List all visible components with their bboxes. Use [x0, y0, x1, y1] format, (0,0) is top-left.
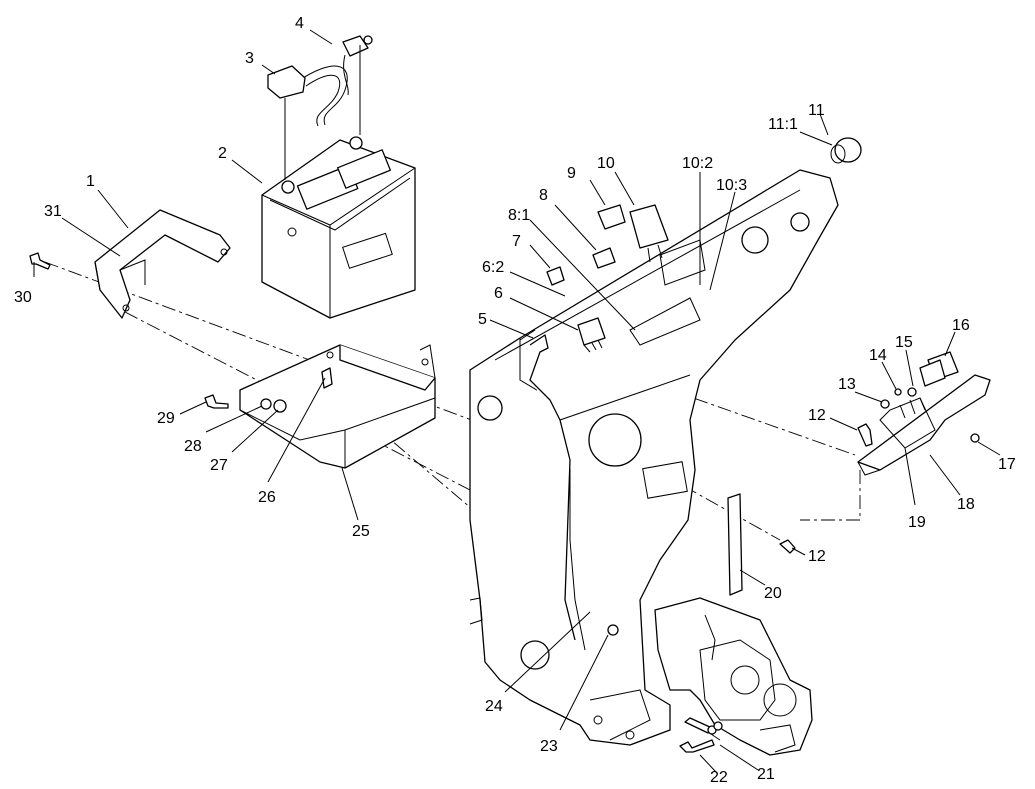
callout-18: 18: [957, 496, 975, 513]
nut-27: [273, 399, 287, 413]
callout-12a: 12: [808, 407, 826, 424]
frame-hole-upper: [741, 226, 769, 254]
callout-29: 29: [157, 410, 175, 427]
callout-6: 6: [494, 285, 503, 302]
callout-30: 30: [14, 289, 32, 306]
callout-31: 31: [44, 203, 62, 220]
relay-16: [919, 351, 959, 387]
callout-25: 25: [352, 523, 370, 540]
bracket-hardware: [857, 387, 980, 447]
callout-15: 15: [895, 334, 913, 351]
screw-13: [880, 399, 890, 409]
callout-3: 3: [245, 50, 254, 67]
main-mounting-plate: [469, 169, 839, 746]
callout-8: 8: [539, 187, 548, 204]
callout-labels: 1 2 3 4 5 6 6:2 7 8 8:1 9 10 10:2 10:3 1…: [14, 15, 1016, 786]
callout-5: 5: [478, 311, 487, 328]
switch-8: [592, 247, 616, 269]
callout-17: 17: [998, 456, 1016, 473]
callout-28: 28: [184, 438, 202, 455]
battery-cable: [299, 35, 373, 127]
callout-11: 11: [808, 102, 825, 119]
callout-11-1: 11:1: [768, 116, 798, 133]
callout-19: 19: [908, 514, 926, 531]
callout-13: 13: [838, 376, 856, 393]
battery-terminal-positive: [349, 136, 363, 150]
callout-24: 24: [485, 698, 503, 715]
terminal-boot: [267, 65, 306, 99]
key-7: [546, 266, 565, 286]
battery-tray: [239, 344, 436, 469]
bolt-12-lower: [779, 539, 796, 554]
callout-21: 21: [757, 766, 775, 783]
callout-14: 14: [869, 347, 887, 364]
callout-22: 22: [710, 769, 728, 786]
callout-10-2: 10:2: [682, 155, 713, 172]
battery-hold-down-bracket: [94, 209, 231, 319]
callout-7: 7: [512, 233, 521, 250]
callout-16: 16: [952, 317, 970, 334]
callout-2: 2: [218, 145, 227, 162]
cable-5: [519, 329, 576, 641]
screw-14: [894, 388, 902, 396]
callout-20: 20: [764, 585, 782, 602]
callout-9: 9: [567, 165, 576, 182]
leader-lines: [33, 29, 1001, 773]
callout-12b: 12: [808, 548, 826, 565]
bushing-21: [684, 717, 723, 735]
battery-terminal-negative: [281, 180, 295, 194]
frame-center-cutout: [588, 413, 642, 467]
shield-plate-20: [727, 493, 743, 596]
frame-hole-right: [790, 212, 810, 232]
callout-6-2: 6:2: [482, 259, 504, 276]
stud-26: [321, 367, 333, 389]
nut-17: [970, 433, 980, 443]
battery: [261, 136, 416, 319]
engine-block: [654, 597, 813, 756]
bolt-22: [679, 739, 715, 753]
relay-10: [629, 204, 669, 263]
cluster-panel: [629, 239, 706, 346]
callout-10: 10: [597, 155, 615, 172]
plug-11: [830, 137, 862, 164]
callout-8-1: 8:1: [508, 207, 530, 224]
fastener-23: [607, 624, 619, 636]
switch-6: [577, 317, 606, 353]
callout-10-3: 10:3: [716, 177, 747, 194]
washer-28: [260, 398, 272, 410]
bolt-12: [857, 423, 873, 447]
callout-26: 26: [258, 489, 276, 506]
callout-4: 4: [295, 15, 304, 32]
callout-1: 1: [86, 173, 95, 190]
frame-hole-bottom: [520, 640, 550, 670]
relay-bracket: [857, 374, 991, 476]
tray-hardware: [204, 367, 333, 413]
frame-hole-left: [477, 395, 503, 421]
washer-15: [907, 387, 917, 397]
bolt-29: [204, 394, 229, 409]
bolt-30: [29, 252, 51, 270]
cap-9: [597, 204, 626, 230]
callout-23: 23: [540, 738, 558, 755]
callout-27: 27: [210, 457, 228, 474]
